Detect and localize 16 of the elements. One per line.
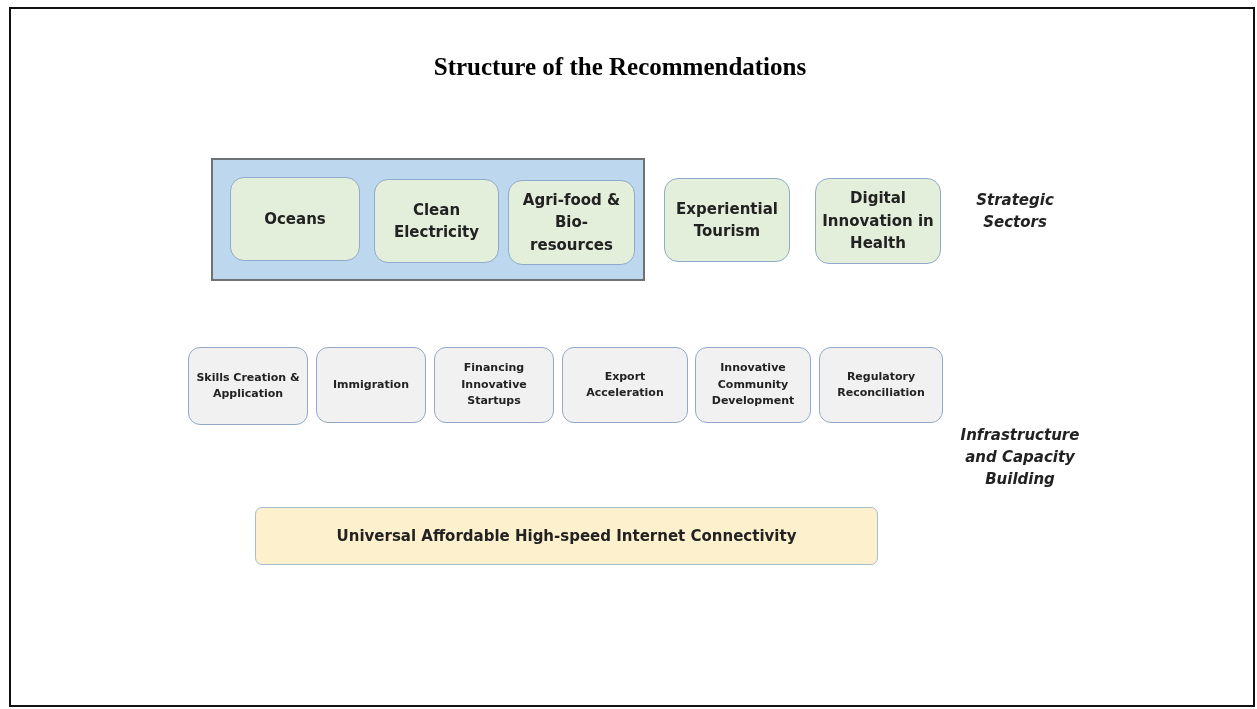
- capacity-box: Regulatory Reconciliation: [819, 347, 943, 423]
- capacity-box: Skills Creation & Application: [188, 347, 308, 425]
- sector-box: Agri-food & Bio-resources: [508, 180, 635, 265]
- sector-box: Digital Innovation in Health: [815, 178, 941, 264]
- sector-box: Experiential Tourism: [664, 178, 790, 262]
- sector-box: Oceans: [230, 177, 360, 261]
- sector-box: Clean Electricity: [374, 179, 499, 263]
- group-panel: [211, 158, 645, 281]
- foundation-bar: Universal Affordable High-speed Internet Connectivity: [255, 507, 878, 565]
- capacity-box: Innovative Community Development: [695, 347, 811, 423]
- diagram-title: Structure of the Recommendations: [432, 53, 808, 81]
- capacity-box: Export Acceleration: [562, 347, 688, 423]
- capacity-box: Immigration: [316, 347, 426, 423]
- capacity-box: Financing Innovative Startups: [434, 347, 554, 423]
- row-label: Infrastructure and Capacity Building: [959, 425, 1081, 490]
- row-label: Strategic Sectors: [975, 190, 1055, 233]
